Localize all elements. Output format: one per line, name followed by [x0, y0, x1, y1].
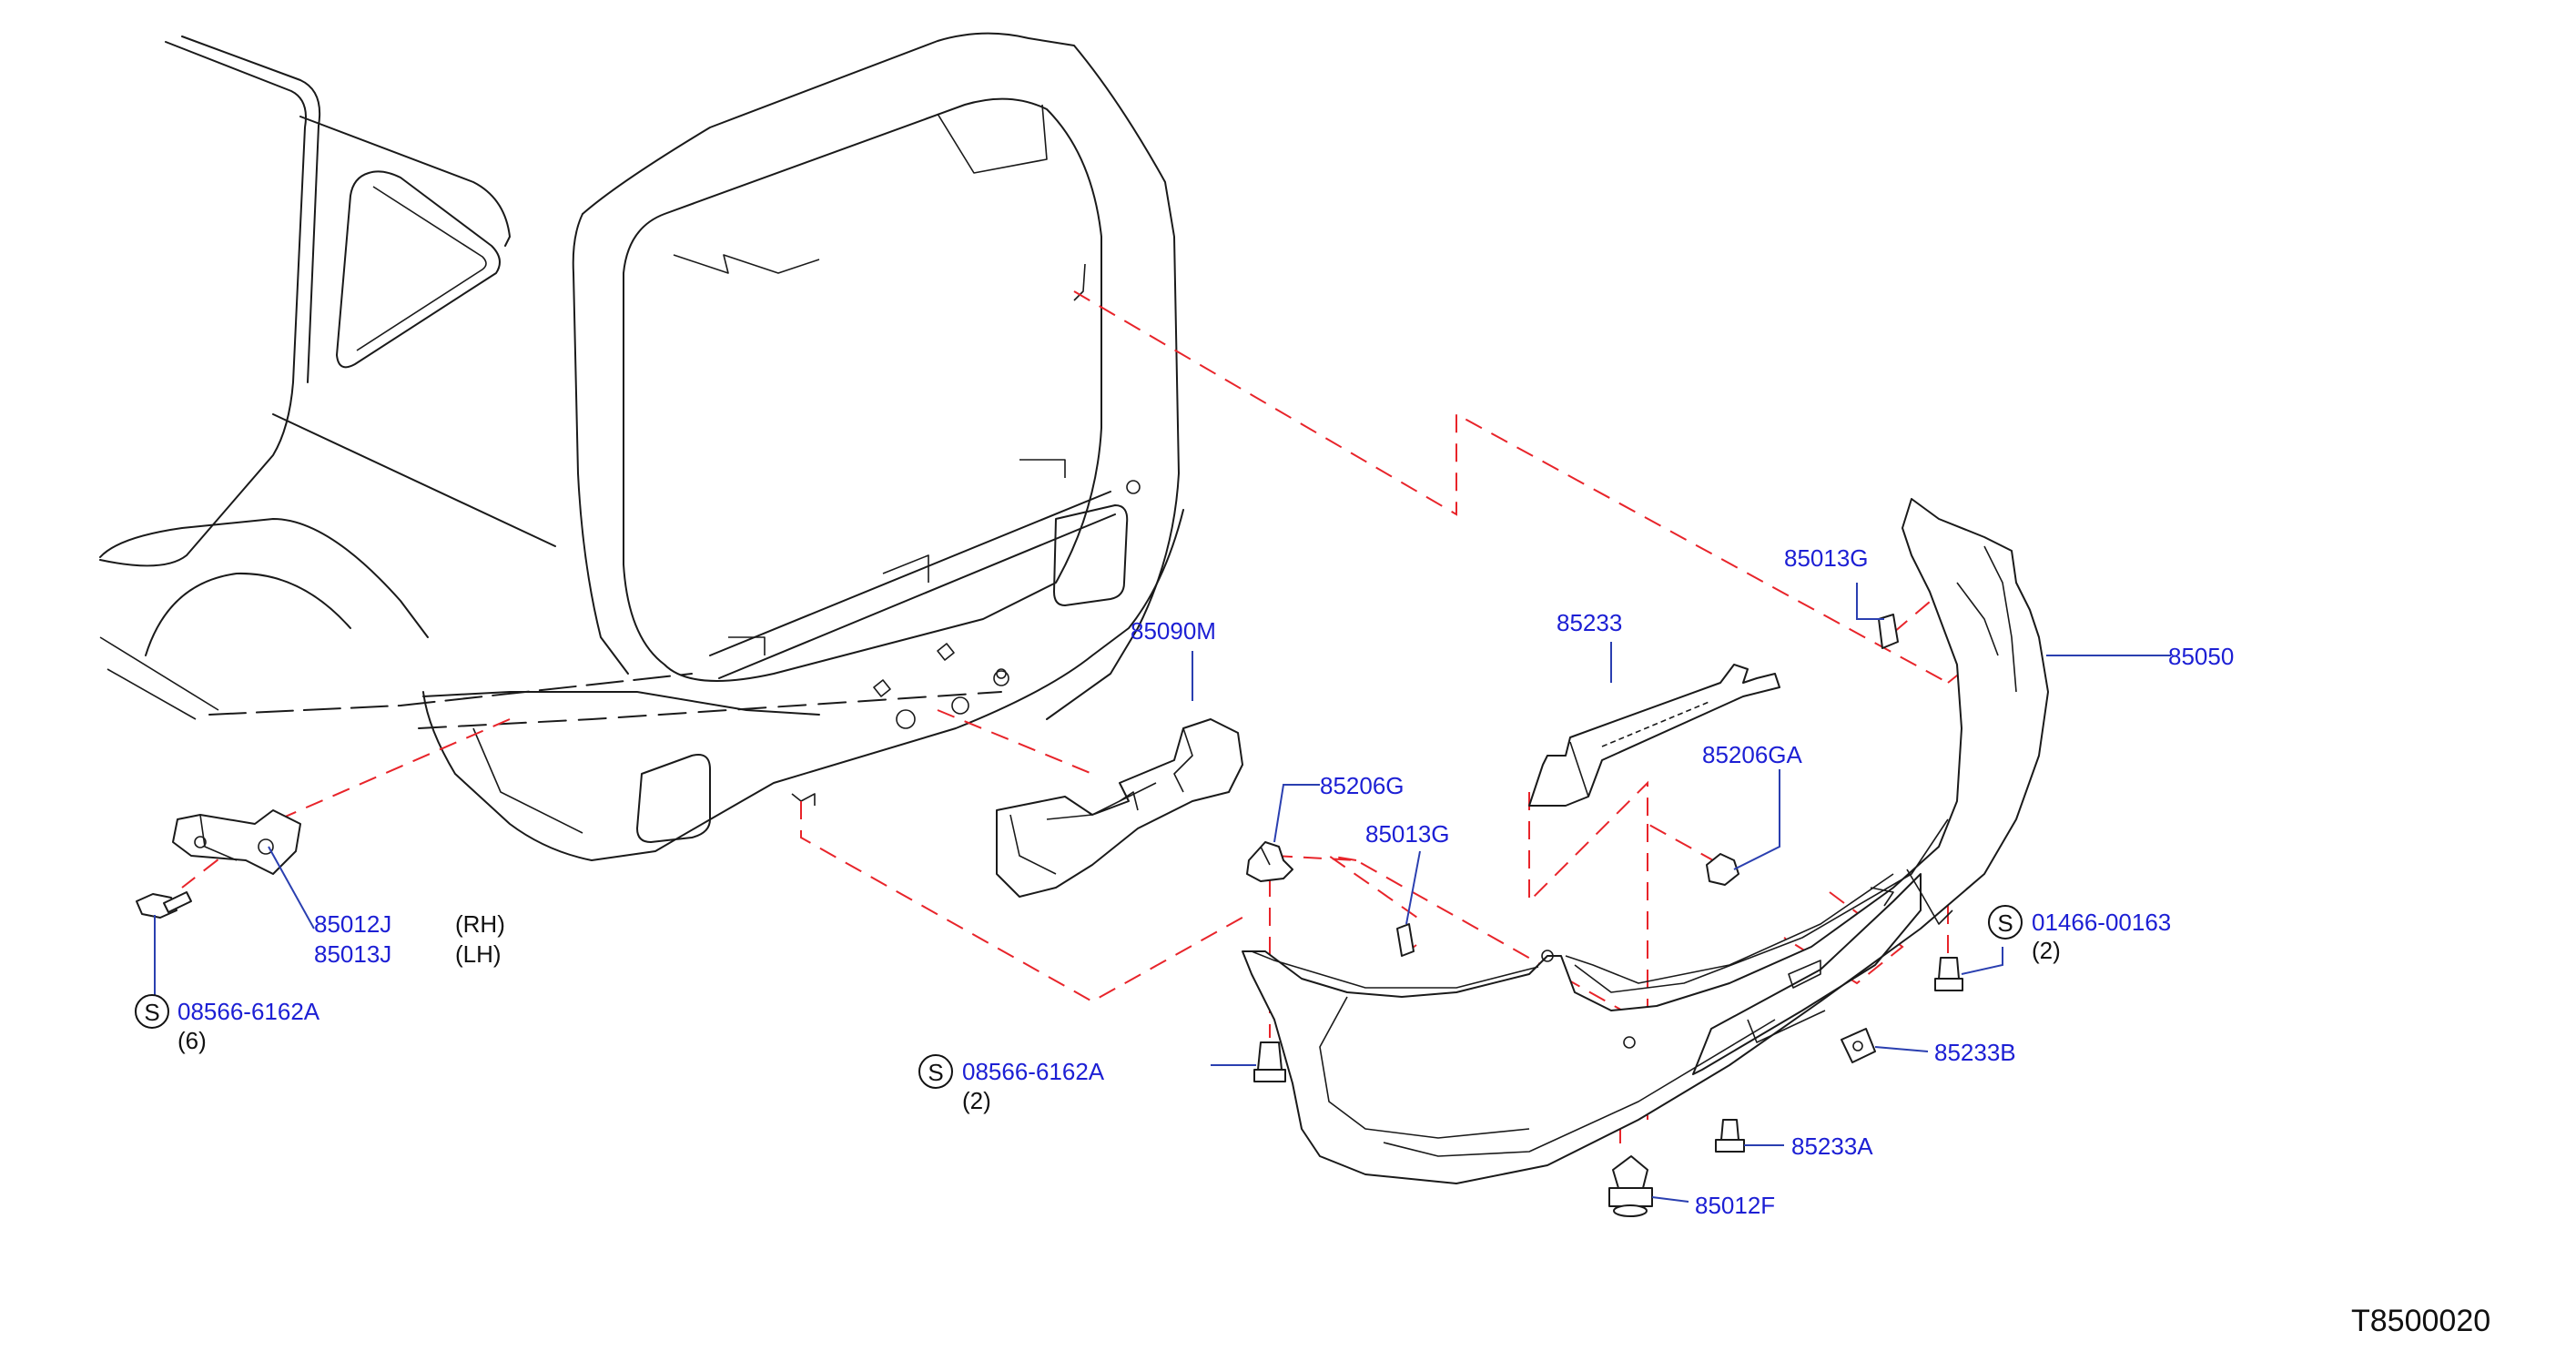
energy-absorber-85090M — [996, 718, 1243, 898]
label-85050: 85050 — [2168, 643, 2234, 670]
grommet-85206G — [1246, 841, 1293, 882]
label-rh: (RH) — [455, 910, 505, 938]
screw-symbol-icon — [1988, 905, 2023, 940]
label-85233: 85233 — [1557, 609, 1622, 636]
clip-85013G-top — [1878, 614, 1899, 649]
screw-symbol-icon — [918, 1054, 953, 1089]
label-08566-mid-qty: (2) — [962, 1087, 991, 1114]
label-85233B: 85233B — [1934, 1039, 2016, 1066]
screw-symbol-letter: S — [928, 1059, 943, 1086]
grommet-85206GA — [1706, 853, 1739, 886]
label-85013G-mid: 85013G — [1365, 820, 1450, 848]
screw-85233A — [1715, 1119, 1745, 1153]
bolt-08566-mid — [1253, 1041, 1286, 1082]
label-01466-qty: (2) — [2032, 937, 2061, 964]
label-85013J: 85013J — [314, 940, 391, 968]
label-85206G: 85206G — [1320, 772, 1405, 799]
label-01466-00163: 01466-00163 — [2032, 909, 2171, 936]
label-85012F: 85012F — [1695, 1192, 1775, 1219]
label-08566-mid: 08566-6162A — [962, 1058, 1105, 1085]
screw-symbol-letter: S — [144, 999, 159, 1026]
clip-85012F — [1608, 1155, 1653, 1217]
label-lh: (LH) — [455, 940, 502, 968]
diagram-code: T8500020 — [2351, 1304, 2490, 1338]
rear-bumper-fascia-85050 — [1242, 498, 2049, 1184]
bolt-08566-left — [136, 891, 192, 919]
leader-lines — [154, 583, 2171, 1203]
label-85090M: 85090M — [1131, 617, 1216, 645]
label-08566-left-qty: (6) — [177, 1027, 207, 1054]
label-85012J: 85012J — [314, 910, 391, 938]
screw-symbol-letter: S — [1997, 909, 2013, 937]
vehicle-rear-body — [99, 32, 1184, 861]
label-85206GA: 85206GA — [1702, 741, 1803, 768]
label-85013G-top: 85013G — [1784, 544, 1869, 572]
clip-85013G-mid — [1396, 923, 1415, 957]
side-bracket-85012J — [172, 809, 301, 875]
part-labels: 85013G 85090M 85233 85050 85206G 85206GA… — [135, 544, 2490, 1338]
label-08566-left: 08566-6162A — [177, 998, 320, 1025]
screw-symbol-icon — [135, 994, 169, 1029]
reinforcement-85233 — [1528, 664, 1780, 807]
label-85233A: 85233A — [1791, 1133, 1873, 1160]
nut-85233B — [1841, 1028, 1876, 1063]
screw-01466-00163 — [1934, 957, 1963, 991]
